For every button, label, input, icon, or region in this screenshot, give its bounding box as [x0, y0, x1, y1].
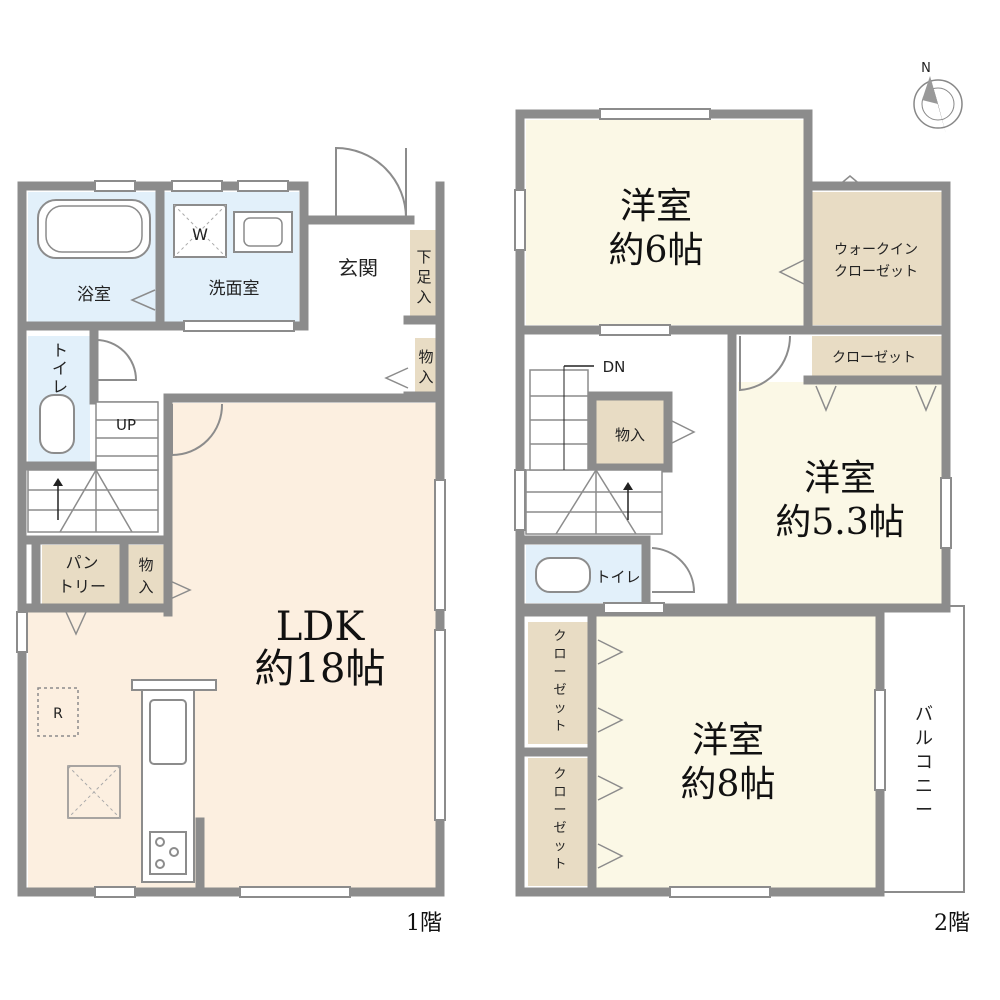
closet-a: [528, 622, 590, 744]
dining-table: [67, 765, 121, 819]
label-fridge: R: [53, 706, 63, 722]
fridge: [37, 687, 79, 737]
label-toilet-1: ト: [52, 341, 68, 360]
closet-a-char: ロ: [553, 647, 566, 662]
label-up: UP: [116, 416, 136, 434]
label-pantry-2: トリー: [58, 577, 106, 596]
label-hall-storage-2: 入: [418, 368, 433, 386]
label-pantry-1: パン: [66, 553, 99, 572]
closet-b-char: ゼ: [553, 821, 566, 836]
label-bath: 浴室: [77, 285, 111, 305]
entrance: [305, 218, 411, 316]
hall-storage: [415, 338, 437, 393]
label-hall-storage-1: 物: [418, 348, 433, 366]
floor-1-plan: 浴室 洗面室 W 玄関 下 足 入 物 入 ト イ レ UP パン トリー 物 …: [16, 146, 446, 936]
closet-b-char: ト: [553, 857, 566, 872]
label-toilet-2f: トイレ: [595, 568, 640, 586]
label-washer: W: [192, 225, 208, 244]
floor-2-label: 2階: [934, 911, 970, 936]
closet-a-char: ト: [553, 719, 566, 734]
label-west53-1: 洋室: [804, 458, 876, 499]
closet-a-char: ー: [553, 665, 566, 680]
balcony-char: ル: [915, 728, 933, 749]
label-closet-top: クローゼット: [832, 350, 916, 366]
label-west8-2: 約8帖: [681, 764, 776, 805]
label-storage-2f: 物入: [615, 426, 645, 444]
label-closet-b: ク ロ ー ゼ ッ ト: [553, 767, 566, 872]
label-shoe-2: 足: [416, 268, 431, 286]
label-wic-1: ウォークイン: [834, 242, 918, 258]
floor-2-plan: 洋室 約6帖 ウォークイン クローゼット クローゼット DN 物入 洋室 約5.…: [514, 108, 970, 936]
ldk-area: [168, 403, 440, 888]
west-room-8: [596, 616, 876, 888]
closet-b-char: ー: [553, 803, 566, 818]
closet-b-char: ロ: [553, 785, 566, 800]
label-dn: DN: [603, 358, 626, 376]
toilet-bowl-1f: [39, 394, 75, 454]
label-balcony: バ ル コ ニ ー: [915, 704, 933, 821]
label-closet-a: ク ロ ー ゼ ッ ト: [553, 629, 566, 734]
balcony-char: ニ: [915, 776, 933, 797]
toilet-bowl-2f: [535, 557, 591, 593]
storage-2f: [596, 400, 664, 464]
kitchen-counter: [131, 679, 217, 883]
closet-b-char: ッ: [553, 839, 566, 854]
walk-in-closet: [812, 192, 942, 325]
closet-a-char: ゼ: [553, 683, 566, 698]
label-shoe-3: 入: [416, 288, 431, 306]
closet-a-char: ッ: [553, 701, 566, 716]
label-entrance: 玄関: [338, 256, 378, 280]
closet-top: [812, 336, 942, 376]
west-room-6: [526, 120, 806, 325]
label-toilet-2: イ: [52, 359, 68, 378]
label-shoe-1: 下: [416, 248, 431, 266]
label-washroom: 洗面室: [209, 279, 260, 299]
stairs-1f: [27, 401, 159, 533]
balcony-char: バ: [915, 704, 933, 725]
compass-north-label: N: [921, 61, 931, 76]
label-west6-2: 約6帖: [609, 230, 704, 271]
label-west8-1: 洋室: [692, 720, 764, 761]
balcony: [881, 605, 965, 893]
floor-1-label: 1階: [406, 911, 442, 936]
label-west6-1: 洋室: [620, 186, 692, 227]
closet-b: [528, 758, 590, 886]
label-toilet-3: レ: [52, 377, 68, 396]
label-ldk-1: LDK: [276, 604, 366, 650]
closet-b-char: ク: [553, 767, 566, 782]
shoe-storage: [410, 230, 436, 320]
label-ldk-storage-2: 入: [138, 578, 153, 596]
balcony-char: ー: [915, 800, 933, 821]
closet-a-char: ク: [553, 629, 566, 644]
bathtub: [37, 199, 151, 259]
west-room-53: [738, 382, 942, 604]
label-west53-2: 約5.3帖: [775, 502, 904, 543]
ldk-storage: [128, 545, 164, 605]
stairs-2f: [525, 369, 663, 535]
label-wic-2: クローゼット: [834, 264, 918, 280]
balcony-char: コ: [915, 752, 933, 773]
label-ldk-2: 約18帖: [255, 646, 386, 692]
north-compass-icon: N: [913, 61, 963, 134]
pantry: [42, 545, 122, 605]
label-ldk-storage-1: 物: [138, 556, 153, 574]
